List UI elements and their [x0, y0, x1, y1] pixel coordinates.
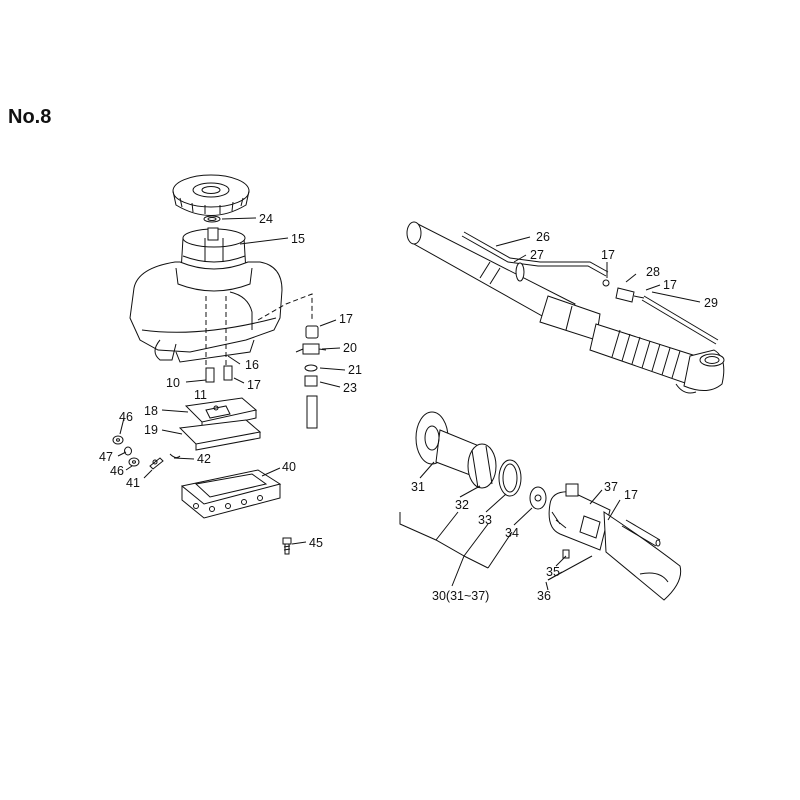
callout-30-31-37: 30(31~37) [432, 589, 489, 603]
leader-lines [117, 217, 701, 591]
tank-cap [172, 174, 250, 216]
tank-cushion-19 [178, 419, 262, 451]
callout-32: 32 [455, 498, 469, 512]
band-33 [498, 459, 522, 497]
callout-17: 17 [601, 248, 615, 262]
throttle-34 [529, 486, 547, 510]
lower-pipe [603, 511, 682, 601]
fuel-joint-28 [602, 279, 645, 303]
callout-labels: 24 15 17 20 21 23 16 10 11 17 18 19 46 4… [99, 212, 718, 603]
callout-41: 41 [126, 476, 140, 490]
callout-36: 36 [537, 589, 551, 603]
callout-34: 34 [505, 526, 519, 540]
washers-46-47 [112, 435, 140, 467]
throttle-housing-37 [548, 483, 611, 551]
callout-27: 27 [530, 248, 544, 262]
callout-17: 17 [247, 378, 261, 392]
fuel-line-parts [295, 325, 327, 429]
callout-17: 17 [663, 278, 677, 292]
upper-pipe [406, 221, 601, 341]
callout-47: 47 [99, 450, 113, 464]
callout-40: 40 [282, 460, 296, 474]
pin-41-clip-42 [149, 453, 181, 470]
tube-17e [621, 519, 661, 547]
callout-16: 16 [245, 358, 259, 372]
callout-15: 15 [291, 232, 305, 246]
callout-46: 46 [110, 464, 124, 478]
callout-23: 23 [343, 381, 357, 395]
callout-33: 33 [478, 513, 492, 527]
fuel-pipe-26 [461, 231, 609, 277]
callout-19: 19 [144, 423, 158, 437]
callout-17: 17 [339, 312, 353, 326]
callout-17: 17 [624, 488, 638, 502]
callout-20: 20 [343, 341, 357, 355]
callout-24: 24 [259, 212, 273, 226]
elbow-fitting [675, 349, 725, 394]
screw-35 [562, 549, 570, 559]
callout-31: 31 [411, 480, 425, 494]
fuel-tube-29 [641, 295, 719, 345]
holder-32 [467, 443, 497, 489]
callout-35: 35 [546, 565, 560, 579]
callout-18: 18 [144, 404, 158, 418]
fuel-tank [129, 261, 313, 383]
screw-45 [282, 537, 292, 555]
callout-45: 45 [309, 536, 323, 550]
tank-support-frame-40 [180, 469, 282, 519]
callout-37: 37 [604, 480, 618, 494]
callout-26: 26 [536, 230, 550, 244]
page-title: No.8 [8, 106, 52, 128]
callout-28: 28 [646, 265, 660, 279]
callout-46: 46 [119, 410, 133, 424]
callout-11: 11 [194, 388, 207, 402]
flex-hose [589, 323, 697, 385]
callout-10: 10 [166, 376, 180, 390]
cap-gasket [203, 215, 221, 223]
callout-21: 21 [348, 363, 362, 377]
callout-29: 29 [704, 296, 718, 310]
clamp-27 [515, 262, 525, 282]
callout-42: 42 [197, 452, 211, 466]
